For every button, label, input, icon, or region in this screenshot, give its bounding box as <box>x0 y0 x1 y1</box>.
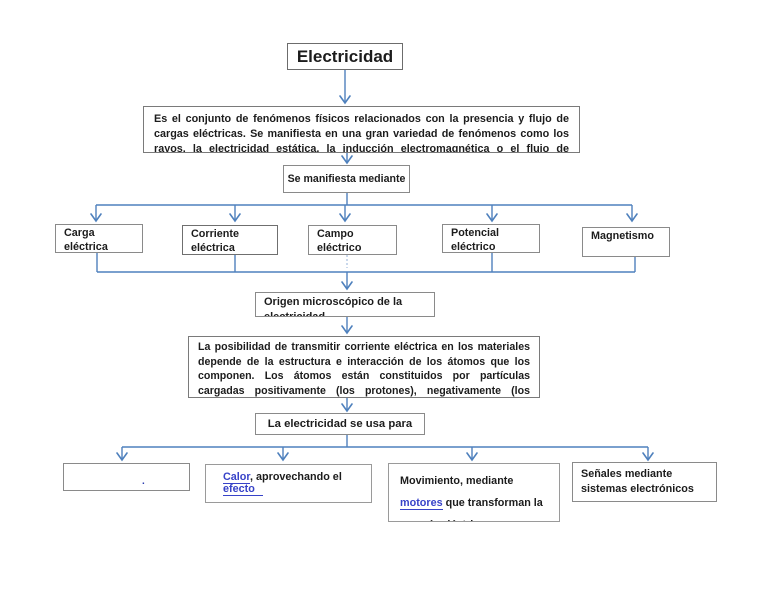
movement-post-text: que transforman la energía eléctrica <box>400 497 543 521</box>
manifests-label-box: Se manifiesta mediante <box>283 165 410 193</box>
branch-box-campo-electrico: Campo eléctrico <box>308 225 397 255</box>
title-box: Electricidad <box>287 43 403 70</box>
use-box-signals: Señales mediante sistemas electrónicos <box>572 462 717 502</box>
efecto-link[interactable]: efecto <box>223 483 263 496</box>
movement-pre-text: Movimiento, mediante <box>400 475 514 487</box>
calor-link[interactable]: Calor <box>223 471 251 484</box>
branch-box-carga-electrica: Carga eléctrica <box>55 224 143 253</box>
motores-link[interactable]: motores <box>400 497 443 510</box>
intro-text-box: Es el conjunto de fenómenos físicos rela… <box>143 106 580 153</box>
materials-text-box: La posibilidad de transmitir corriente e… <box>188 336 540 398</box>
heat-text: Calor, aprovechando el efecto <box>223 471 367 496</box>
branch-box-magnetismo: Magnetismo <box>582 227 670 257</box>
origin-label-box: Origen microscópico de la electricidad <box>255 292 435 317</box>
heat-middle-text: , aprovechando el <box>250 471 342 483</box>
use-box-empty: . <box>63 463 190 491</box>
branch-box-potencial-electrico: Potencial eléctrico <box>442 224 540 253</box>
use-box-movement: Movimiento, mediante motores que transfo… <box>388 463 560 522</box>
movement-text: Movimiento, mediante motores que transfo… <box>400 475 543 521</box>
uses-label-box: La electricidad se usa para <box>255 413 425 435</box>
branch-box-corriente-electrica: Corriente eléctrica <box>182 225 278 255</box>
stray-dot: . <box>142 476 145 487</box>
use-box-heat: Calor, aprovechando el efecto <box>205 464 372 503</box>
